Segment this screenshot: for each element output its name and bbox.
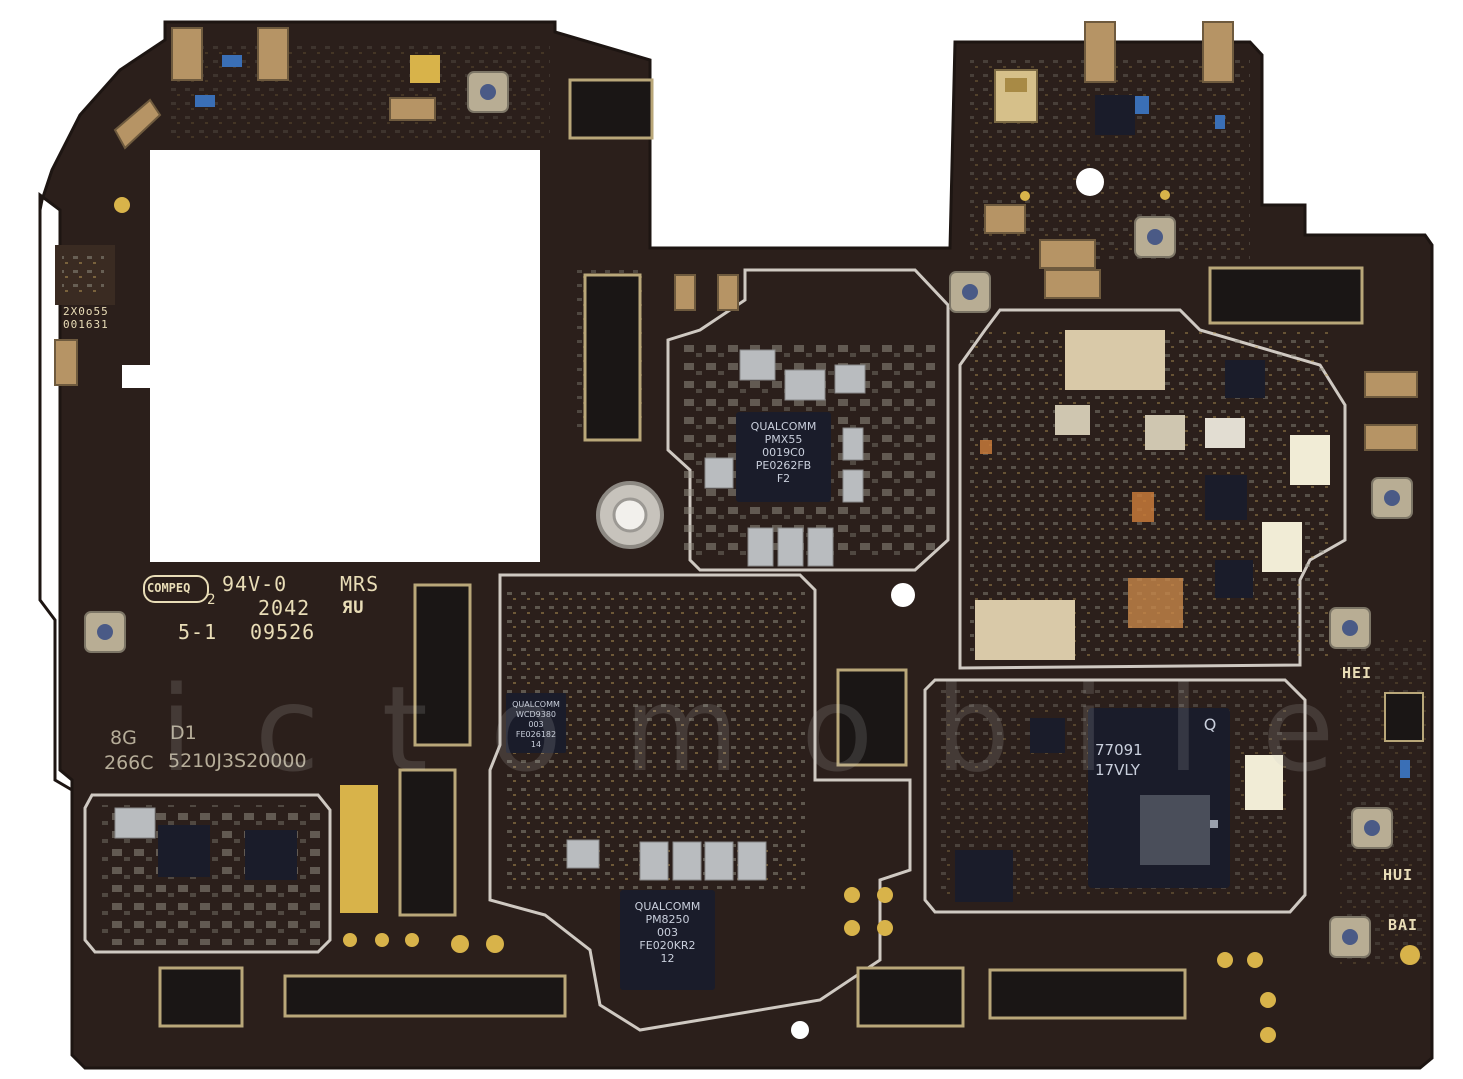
chip-q-logo: Q — [1203, 715, 1217, 734]
silk-mrs: MRS — [340, 572, 380, 596]
chip-wcd9380-label: QUALCOMM WCD9380 003 FE026182 14 — [512, 700, 560, 749]
silk-mem-size: 8G — [110, 727, 137, 749]
watermark: ictomobile — [160, 660, 1397, 798]
silk-code-1: 2X0o55 — [63, 305, 109, 318]
blue-components — [195, 55, 1410, 778]
silk-antenna-hui: HUI — [1383, 866, 1414, 884]
board-cutout — [122, 150, 540, 562]
silk-year-code: 2042 — [258, 596, 311, 620]
chip-77091-label: 77091 17VLY — [1095, 741, 1143, 779]
coax-connectors — [84, 71, 1413, 958]
silk-antenna-hei: HEI — [1342, 664, 1373, 682]
silk-serial: 5210J3S20000 — [168, 750, 307, 772]
silk-d1: D1 — [170, 722, 197, 744]
chips — [158, 95, 1265, 990]
compeq-logo: COMPEQ — [143, 575, 209, 603]
silk-rev: 5-1 — [178, 620, 218, 644]
spring-contacts — [54, 21, 1418, 451]
silk-rating: 94V-0 — [222, 572, 288, 596]
silk-lot: 09526 — [250, 620, 316, 644]
silk-board-code: 266C — [104, 752, 154, 774]
connectors — [158, 78, 1424, 1028]
silk-compeq-sub: 2 — [207, 592, 217, 608]
chip-pmx55-label: QUALCOMM PMX55 0019C0 PE0262FB F2 — [750, 420, 817, 485]
compeq-logo-text: COMPEQ — [147, 581, 191, 595]
silk-ul-mark: ЯU — [342, 598, 365, 618]
silk-antenna-bai: BAI — [1388, 916, 1419, 934]
chip-pm8250-label: QUALCOMM PM8250 003 FE020KR2 12 — [634, 900, 701, 965]
silk-code-2: 001631 — [63, 318, 109, 331]
